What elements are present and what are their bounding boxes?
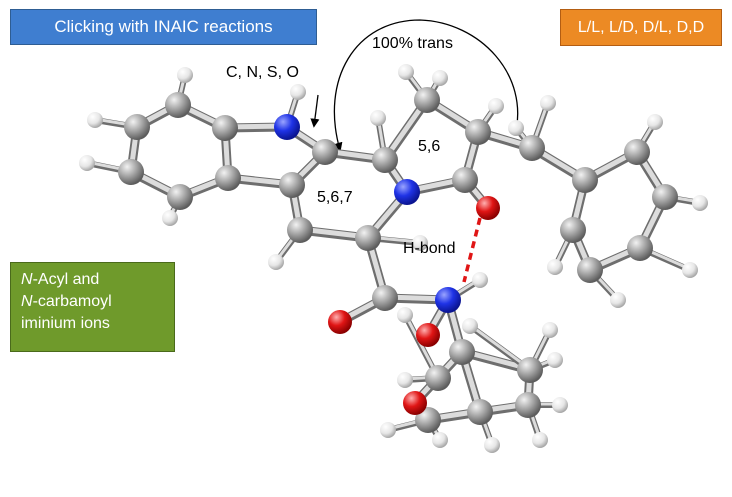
atoms: [79, 64, 708, 453]
hydrogen-atom: [79, 155, 95, 171]
carbon-atom: [414, 87, 440, 113]
carbon-atom: [312, 139, 338, 165]
hydrogen-atom: [370, 110, 386, 126]
carbon-atom: [355, 225, 381, 251]
hydrogen-atom: [484, 437, 500, 453]
hydrogen-atom: [397, 372, 413, 388]
h-bond-label: H-bond: [403, 240, 456, 257]
trans-label: 100% trans: [372, 35, 453, 52]
oxygen-atom: [476, 196, 500, 220]
nitrogen-atom: [274, 114, 300, 140]
hydrogen-atom: [462, 318, 478, 334]
hydrogen-atom: [87, 112, 103, 128]
carbon-atom: [167, 184, 193, 210]
oxygen-atom: [403, 391, 427, 415]
carbon-atom: [165, 92, 191, 118]
hydrogen-atom: [682, 262, 698, 278]
carbon-atom: [372, 285, 398, 311]
h-bond-dashed-line: [462, 217, 482, 283]
hydrogen-atom: [412, 235, 428, 251]
carbon-atom: [425, 365, 451, 391]
hydrogen-atom: [610, 292, 626, 308]
hydrogen-atom: [647, 114, 663, 130]
hydrogen-atom: [432, 70, 448, 86]
carbon-atom: [515, 392, 541, 418]
hydrogen-atom: [398, 64, 414, 80]
carbon-atom: [212, 115, 238, 141]
hydrogen-atom: [268, 254, 284, 270]
oxygen-atom: [328, 310, 352, 334]
title-box: Clicking with INAIC reactions: [10, 9, 317, 45]
hydrogen-atom: [547, 259, 563, 275]
iminium-ions-box: N-Acyl and N-carbamoyl iminium ions: [10, 262, 175, 352]
hydrogen-atom: [162, 210, 178, 226]
carbon-atom: [118, 159, 144, 185]
carbon-atom: [287, 217, 313, 243]
carbon-atom: [560, 217, 586, 243]
carbon-atom: [215, 165, 241, 191]
heteroatom-arrow: [310, 94, 320, 128]
ring-size-label-5-6-7: 5,6,7: [317, 189, 353, 206]
hydrogen-atom: [432, 432, 448, 448]
ions-line-2: N-carbamoyl: [21, 293, 112, 310]
carbon-atom: [624, 139, 650, 165]
nitrogen-atom: [394, 179, 420, 205]
hydrogen-atom: [547, 352, 563, 368]
nitrogen-atom: [435, 287, 461, 313]
carbon-atom: [467, 399, 493, 425]
carbon-atom: [465, 119, 491, 145]
ring-size-label-5-6: 5,6: [418, 138, 441, 155]
bonds: [84, 69, 703, 448]
stereochemistry-text: L/L, L/D, D/L, D,D: [577, 18, 705, 36]
carbon-atom: [279, 172, 305, 198]
title-text: Clicking with INAIC reactions: [54, 17, 273, 36]
carbon-atom: [572, 167, 598, 193]
hydrogen-atom: [488, 98, 504, 114]
heteroatom-label: C, N, S, O: [226, 64, 299, 81]
stereochemistry-box: L/L, L/D, D/L, D,D: [560, 9, 722, 46]
carbon-atom: [577, 257, 603, 283]
ions-line-1: N-Acyl and: [21, 271, 100, 288]
carbon-atom: [519, 135, 545, 161]
carbon-atom: [517, 357, 543, 383]
hydrogen-atom: [380, 422, 396, 438]
hydrogen-atom: [397, 307, 413, 323]
hydrogen-atom: [692, 195, 708, 211]
hydrogen-atom: [532, 432, 548, 448]
carbon-atom: [652, 184, 678, 210]
hydrogen-atom: [290, 84, 306, 100]
trans-arc-arrow: [333, 19, 519, 152]
hydrogen-atom: [540, 95, 556, 111]
hydrogen-atom: [508, 120, 524, 136]
bond-highlight: [468, 323, 532, 371]
oxygen-atom: [416, 323, 440, 347]
hydrogen-atom: [472, 272, 488, 288]
hydrogen-atom: [542, 322, 558, 338]
carbon-atom: [449, 339, 475, 365]
carbon-atom: [452, 167, 478, 193]
carbon-atom: [415, 407, 441, 433]
carbon-atom: [124, 114, 150, 140]
hydrogen-atom: [177, 67, 193, 83]
ions-line-3: iminium ions: [21, 315, 110, 332]
hydrogen-atom: [552, 397, 568, 413]
carbon-atom: [627, 235, 653, 261]
carbon-atom: [372, 147, 398, 173]
